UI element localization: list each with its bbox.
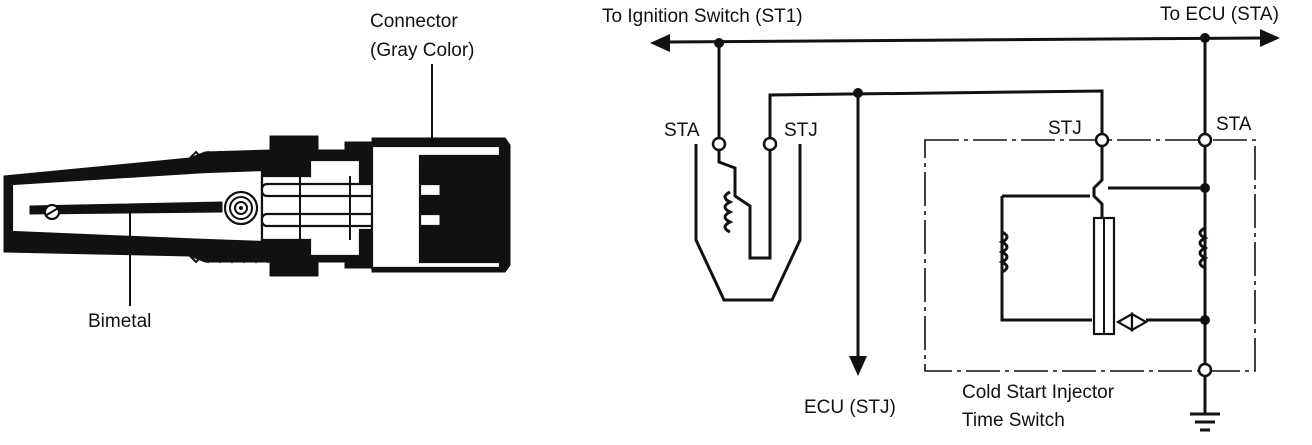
stj-wire [768, 89, 1104, 144]
connector-housing [370, 144, 502, 270]
switch-stj-terminal [1094, 132, 1110, 148]
ecu-stj-label: ECU (STJ) [804, 397, 896, 418]
to-ignition-label: To Ignition Switch (ST1) [602, 6, 803, 27]
thread-bottom [189, 254, 275, 264]
relay-sta-label: STA [664, 120, 700, 141]
heater-coil-left [998, 230, 1009, 274]
terminal-pin-bottom [260, 212, 464, 228]
arrow-to-ignition [650, 34, 670, 52]
thread-top [189, 150, 275, 160]
relay-coil [723, 190, 734, 234]
time-switch-cross-section [3, 135, 511, 277]
switch-stj-label: STJ [1048, 118, 1082, 139]
relay-sta-terminal [711, 136, 727, 152]
wiring-circuit [650, 29, 1280, 432]
connector-label: Connector [370, 11, 458, 32]
arrow-to-ecu-sta [1260, 29, 1280, 47]
switch-name-label-2: Time Switch [962, 410, 1065, 431]
ignition-bus-wire [667, 36, 1263, 44]
terminal-pin-top [260, 182, 464, 198]
bimetal-strip [29, 201, 223, 215]
bimetal-label: Bimetal [88, 311, 151, 332]
starter-relay-body [694, 144, 802, 302]
relay-stj-label: STJ [784, 120, 818, 141]
arrow-to-ecu-stj [849, 356, 867, 376]
ground-icon [1190, 412, 1220, 432]
heater-coil-right [1198, 226, 1209, 270]
time-switch-boundary [924, 139, 1256, 372]
switch-ground-terminal [1197, 362, 1213, 378]
switch-name-label: Cold Start Injector [962, 382, 1115, 403]
switch-sta-terminal [1197, 132, 1213, 148]
switch-sta-label: STA [1216, 114, 1252, 135]
connector-color-label: (Gray Color) [370, 40, 475, 61]
to-ecu-sta-label: To ECU (STA) [1160, 4, 1279, 25]
relay-stj-terminal [762, 136, 778, 152]
